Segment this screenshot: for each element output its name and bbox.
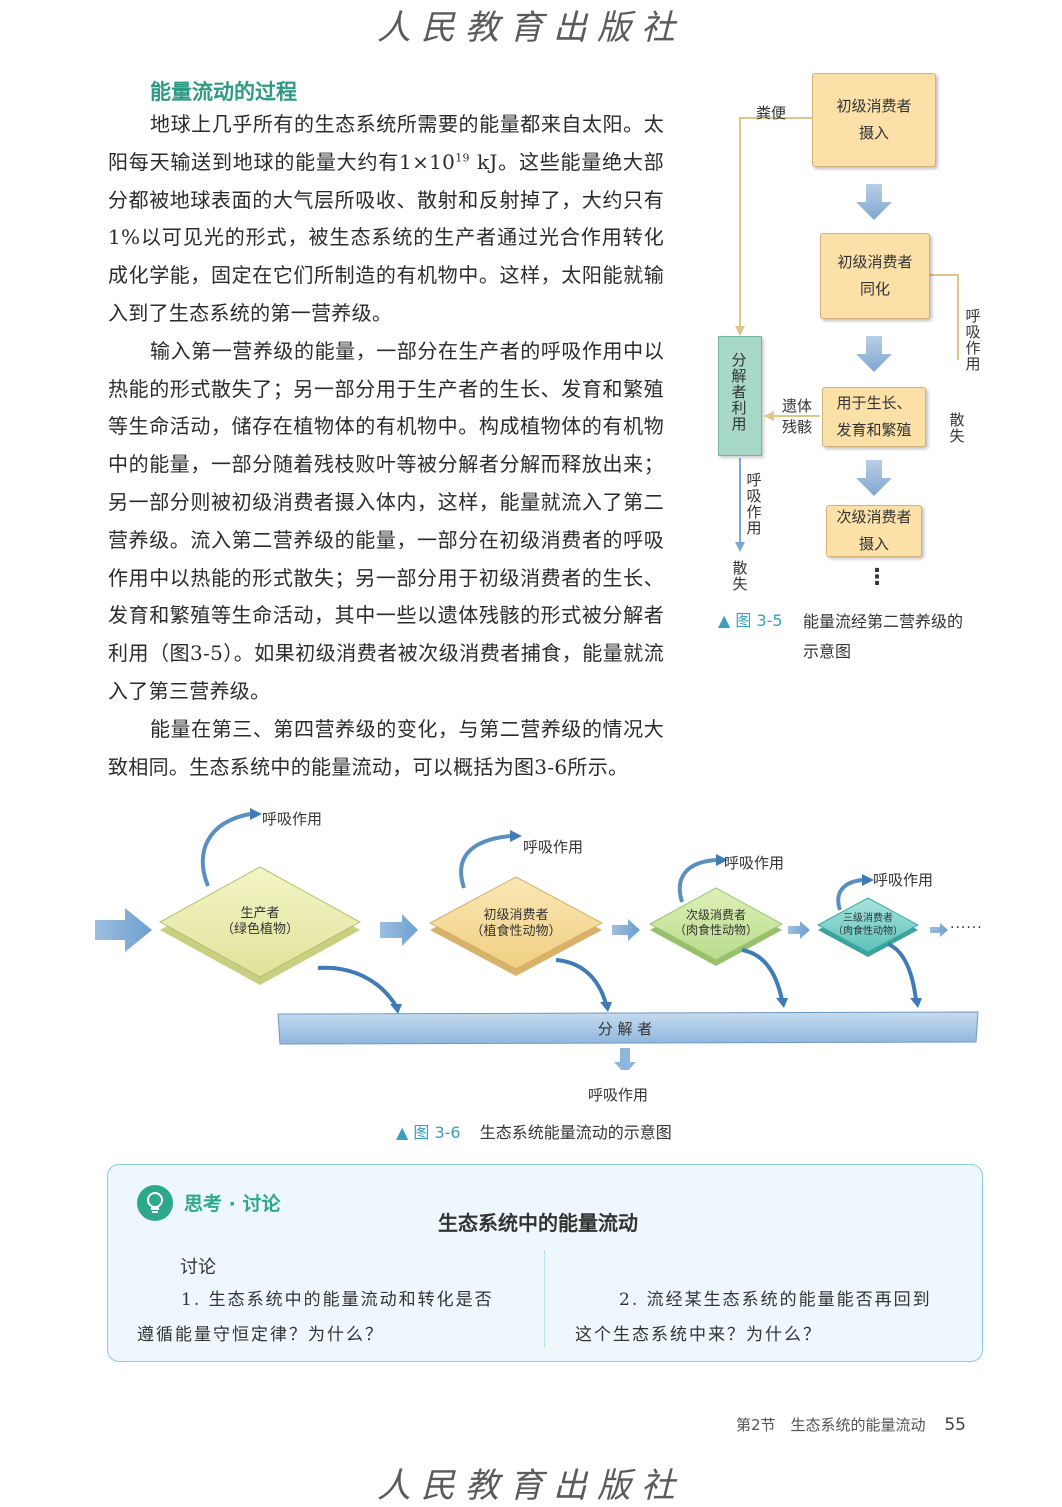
paragraph-2: 输入第一营养级的能量，一部分在生产者的呼吸作用中以热能的形式散失了；另一部分用于… bbox=[108, 338, 664, 703]
publisher-logo-bottom: 人民教育出版社 bbox=[377, 1466, 685, 1506]
box-primary-consumer-assimilation: 初级消费者 同化 bbox=[820, 233, 930, 319]
figure-3-5-arrows bbox=[735, 117, 959, 552]
page-number: 55 bbox=[944, 1415, 966, 1435]
respiration-label-decomposer: 呼吸作用 bbox=[588, 1086, 649, 1104]
footer-section: 第2节 生态系统的能量流动 bbox=[736, 1416, 926, 1434]
paragraph-1: 地球上几乎所有的生态系统所需要的能量都来自太阳。太阳每天输送到地球的能量大约有1… bbox=[108, 112, 664, 325]
respiration-label-producer: 呼吸作用 bbox=[262, 810, 323, 828]
box-secondary-consumer-intake: 次级消费者 摄入 bbox=[826, 505, 922, 557]
figure-3-6-graphic bbox=[95, 808, 979, 1070]
decomposer-label: 分解者利用 bbox=[731, 351, 747, 433]
section-title: 能量流动的过程 bbox=[150, 80, 297, 104]
figure-3-5-caption-text: 能量流经第二营养级的 示意图 bbox=[803, 612, 964, 661]
paragraph-3: 能量在第三、第四营养级的变化，与第二营养级的情况大致相同。生态系统中的能量流动，… bbox=[108, 716, 664, 779]
figure-3-5-caption-label: ▲ 图 3-5 bbox=[718, 611, 783, 630]
continuation-ellipsis: ⋮ bbox=[866, 565, 888, 590]
respiration-label-tertiary: 呼吸作用 bbox=[873, 871, 934, 889]
page-footer: 第2节 生态系统的能量流动 55 bbox=[736, 1414, 966, 1435]
respiration-label-secondary: 呼吸作用 bbox=[724, 854, 785, 872]
producer-node-label: 生产者 （绿色植物） bbox=[220, 906, 299, 937]
feces-label: 粪便 bbox=[756, 104, 787, 122]
question-1: 1. 生态系统中的能量流动和转化是否 遵循能量守恒定律？为什么？ bbox=[137, 1290, 494, 1345]
question-2: 2. 流经某生态系统的能量能否再回到 这个生态系统中来？为什么？ bbox=[575, 1290, 932, 1345]
lightbulb-icon bbox=[137, 1185, 173, 1221]
body-text: 地球上几乎所有的生态系统所需要的能量都来自太阳。太阳每天输送到地球的能量大约有1… bbox=[108, 106, 664, 786]
decomposer-bar bbox=[718, 336, 762, 456]
continuation-dots: ······ bbox=[950, 920, 983, 936]
decomposer-bar-label: 分 解 者 bbox=[597, 1020, 653, 1038]
respiration-label-right: 呼吸作用 bbox=[965, 307, 981, 373]
discussion-box: 思考 · 讨论 生态系统中的能量流动 讨论 1. 生态系统中的能量流动和转化是否… bbox=[107, 1164, 983, 1362]
secondary-consumer-node-label: 次级消费者 （肉食性动物） bbox=[673, 908, 758, 937]
discussion-title: 生态系统中的能量流动 bbox=[438, 1211, 638, 1235]
box-growth-development: 用于生长、 发育和繁殖 bbox=[822, 387, 926, 447]
figure-3-6-caption: ▲ 图 3-6 生态系统能量流动的示意图 bbox=[396, 1123, 672, 1142]
box-primary-consumer-intake: 初级消费者 摄入 bbox=[812, 73, 936, 167]
discussion-subhead: 讨论 bbox=[180, 1257, 216, 1278]
dissipate-label-right: 散失 bbox=[949, 411, 965, 445]
column-divider bbox=[544, 1251, 545, 1347]
remains-label: 遗体 残骸 bbox=[782, 397, 813, 436]
primary-consumer-node-label: 初级消费者 （植食性动物） bbox=[470, 908, 562, 939]
respiration-label-left: 呼吸作用 bbox=[746, 471, 762, 537]
dissipate-label-left: 散失 bbox=[732, 559, 748, 593]
discussion-badge: 思考 · 讨论 bbox=[184, 1193, 281, 1215]
publisher-logo-top: 人民教育出版社 bbox=[377, 8, 685, 48]
tertiary-consumer-node-label: 三级消费者 （肉食性动物） bbox=[833, 913, 903, 937]
respiration-label-primary: 呼吸作用 bbox=[523, 838, 584, 856]
